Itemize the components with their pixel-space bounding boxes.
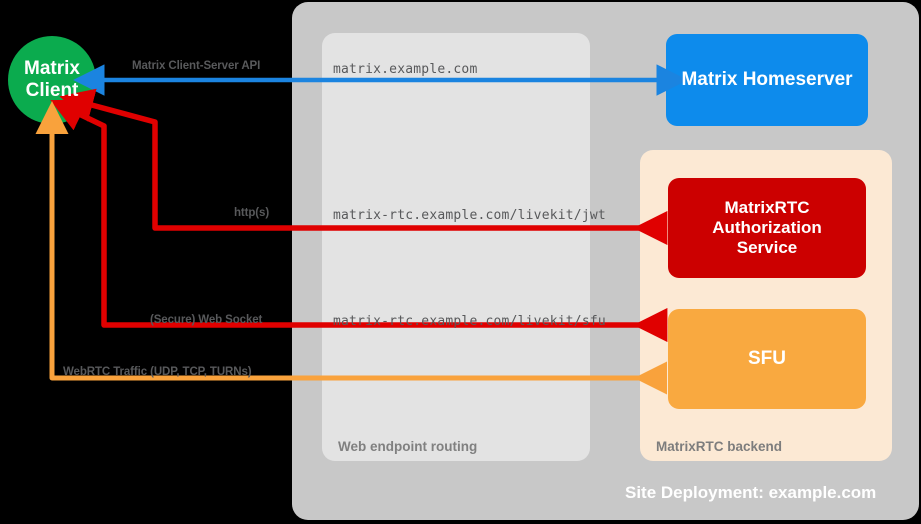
auth-line-1: MatrixRTC (724, 197, 810, 217)
matrix-homeserver-label: Matrix Homeserver (666, 34, 868, 126)
label-https: http(s) (234, 207, 270, 219)
label-client-server-api: Matrix Client-Server API (132, 60, 261, 72)
matrix-homeserver-node[interactable] (666, 34, 868, 126)
rtc-backend-caption: MatrixRTC backend (656, 439, 783, 454)
label-websocket: (Secure) Web Socket (150, 314, 263, 326)
site-deployment-title: Site Deployment: example.com (625, 483, 877, 502)
auth-line-2: Authorization (712, 217, 822, 237)
sfu-line-1: SFU (748, 347, 786, 369)
label-webrtc-traffic: WebRTC Traffic (UDP, TCP, TURNs) (63, 366, 252, 378)
endpoint-matrix-example-com: matrix.example.com (333, 62, 478, 77)
sfu-label: SFU (668, 309, 866, 409)
homeserver-line-1: Matrix Homeserver (681, 68, 853, 90)
auth-line-3: Service (736, 238, 798, 258)
client-line-2: Client (25, 80, 79, 101)
endpoint-livekit-sfu: matrix-rtc.example.com/livekit/sfu (333, 314, 606, 329)
matrixrtc-authorization-service-node[interactable] (668, 178, 866, 278)
client-line-1: Matrix (24, 57, 80, 79)
web-routing-caption: Web endpoint routing (338, 439, 478, 454)
matrix-client-label: Matrix Client (8, 40, 96, 120)
web-routing-panel (322, 33, 590, 461)
endpoint-livekit-jwt: matrix-rtc.example.com/livekit/jwt (333, 208, 606, 223)
sfu-node[interactable] (668, 309, 866, 409)
arrow-webrtc-traffic (35, 101, 668, 395)
matrixrtc-authorization-service-label: MatrixRTC Authorization Service (668, 178, 866, 278)
